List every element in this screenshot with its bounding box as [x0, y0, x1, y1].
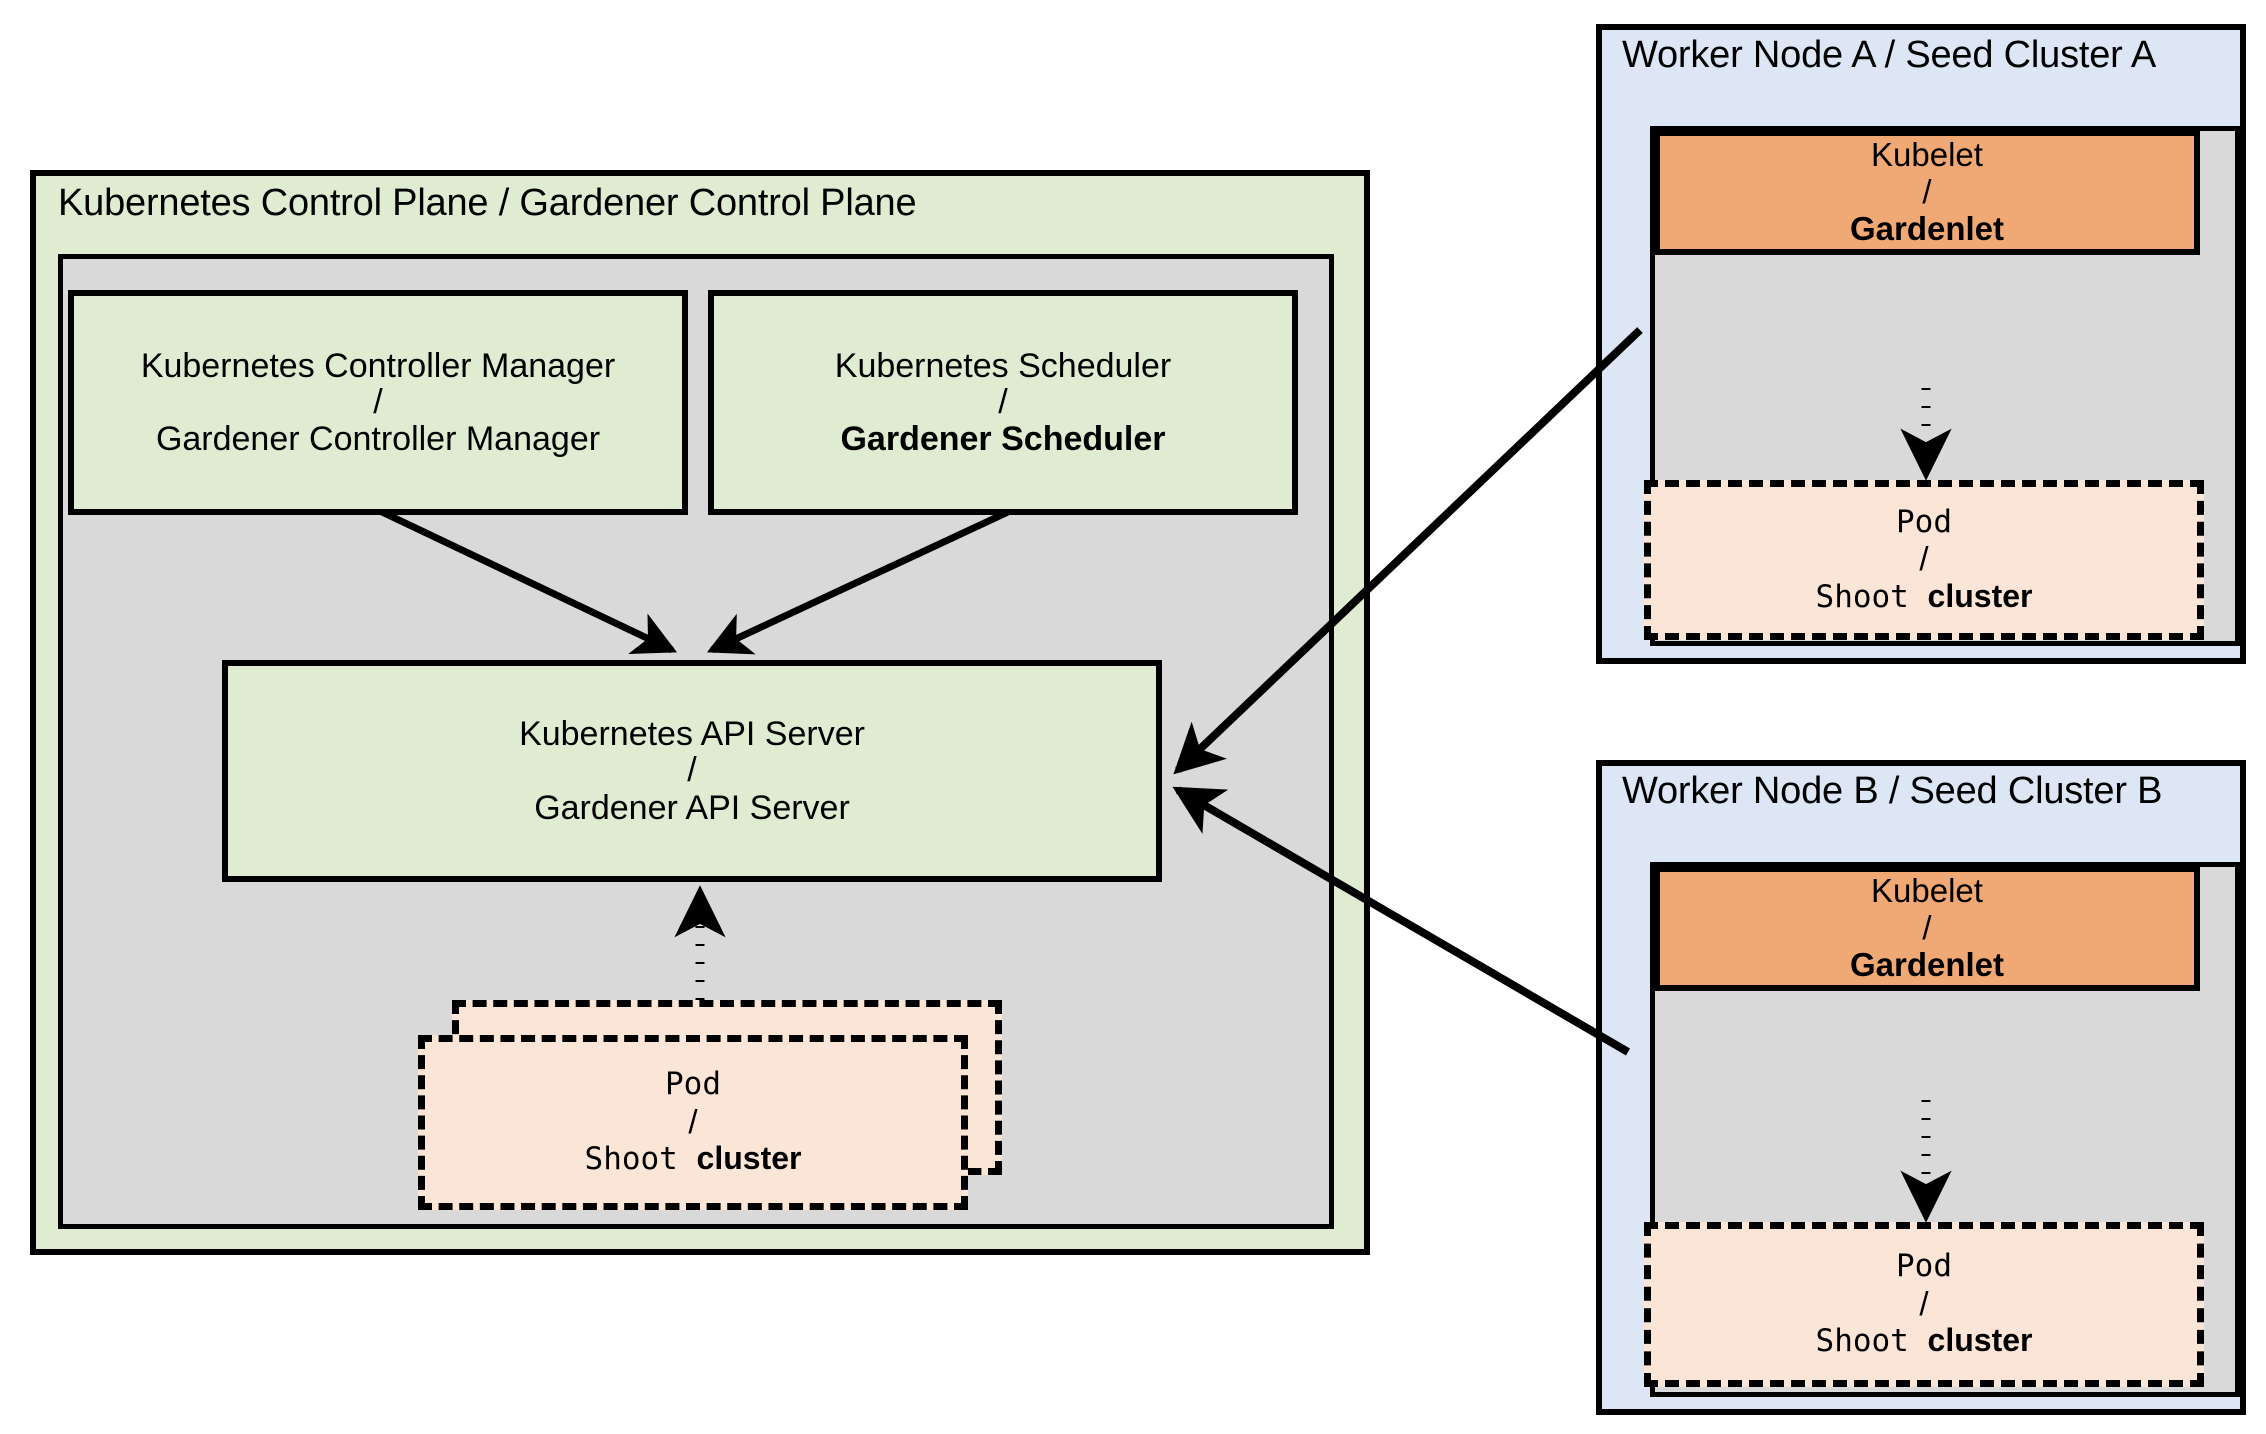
worker-node-b-pod-line2-space	[1909, 1323, 1928, 1359]
worker-node-b-pod-box[interactable]: Pod / Shoot cluster	[1644, 1222, 2204, 1387]
control-plane-pod-box[interactable]: Pod / Shoot cluster	[418, 1035, 968, 1210]
worker-node-a-pod-separator: /	[1919, 540, 1929, 578]
worker-node-a-kubelet-separator: /	[1922, 173, 1932, 211]
api-server-line2: Gardener API Server	[534, 788, 850, 827]
scheduler-line1: Kubernetes Scheduler	[834, 346, 1172, 385]
worker-node-b-pod-line1: Pod	[1896, 1248, 1952, 1285]
worker-node-b-pod-line2-mono: Shoot	[1815, 1323, 1909, 1360]
worker-node-b-kubelet-separator: /	[1922, 909, 1932, 947]
worker-node-a-pod-line2-space	[1909, 579, 1928, 615]
control-plane-pod-line1: Pod	[665, 1066, 721, 1103]
worker-node-a-pod-line1: Pod	[1896, 503, 1952, 540]
worker-node-a-pod-line2: Shoot cluster	[1816, 578, 2033, 615]
control-plane-pod-line2-bold: cluster	[696, 1140, 802, 1177]
worker-node-b-kubelet-box[interactable]: Kubelet / Gardenlet	[1654, 866, 2200, 991]
controller-manager-box[interactable]: Kubernetes Controller Manager / Gardener…	[68, 290, 688, 515]
worker-node-a-pod-line2-bold: cluster	[1927, 577, 2033, 614]
api-server-separator: /	[687, 751, 697, 790]
scheduler-separator: /	[998, 382, 1008, 421]
controller-manager-separator: /	[373, 382, 383, 421]
worker-node-b-pod-line2-bold: cluster	[1927, 1322, 2033, 1359]
controller-manager-line1: Kubernetes Controller Manager	[140, 346, 616, 385]
worker-node-a-kubelet-box[interactable]: Kubelet / Gardenlet	[1654, 130, 2200, 255]
worker-node-a-kubelet-line1: Kubelet	[1871, 136, 1983, 174]
scheduler-box[interactable]: Kubernetes Scheduler / Gardener Schedule…	[708, 290, 1298, 515]
controller-manager-line2: Gardener Controller Manager	[155, 420, 601, 459]
worker-node-a-kubelet-line2: Gardenlet	[1849, 209, 2005, 247]
api-server-line1: Kubernetes API Server	[519, 715, 865, 754]
control-plane-pod-line2: Shoot cluster	[585, 1140, 802, 1177]
worker-node-a-pod-line2-mono: Shoot	[1815, 578, 1909, 615]
scheduler-line2: Gardener Scheduler	[840, 420, 1166, 459]
control-plane-pod-separator: /	[688, 1102, 698, 1140]
worker-node-b-kubelet-line2: Gardenlet	[1849, 945, 2005, 983]
worker-node-b-kubelet-line1: Kubelet	[1871, 872, 1983, 910]
api-server-box[interactable]: Kubernetes API Server / Gardener API Ser…	[222, 660, 1162, 882]
worker-node-b-pod-separator: /	[1919, 1284, 1929, 1322]
worker-node-a-pod-box[interactable]: Pod / Shoot cluster	[1644, 480, 2204, 640]
worker-node-a-title: Worker Node A / Seed Cluster A	[1622, 34, 2157, 76]
worker-node-b-title: Worker Node B / Seed Cluster B	[1622, 770, 2163, 812]
worker-node-b-pod-line2: Shoot cluster	[1816, 1322, 2033, 1359]
control-plane-title: Kubernetes Control Plane / Gardener Cont…	[58, 182, 917, 224]
control-plane-pod-line2-mono: Shoot	[584, 1141, 678, 1178]
control-plane-pod-line2-space	[678, 1141, 697, 1177]
